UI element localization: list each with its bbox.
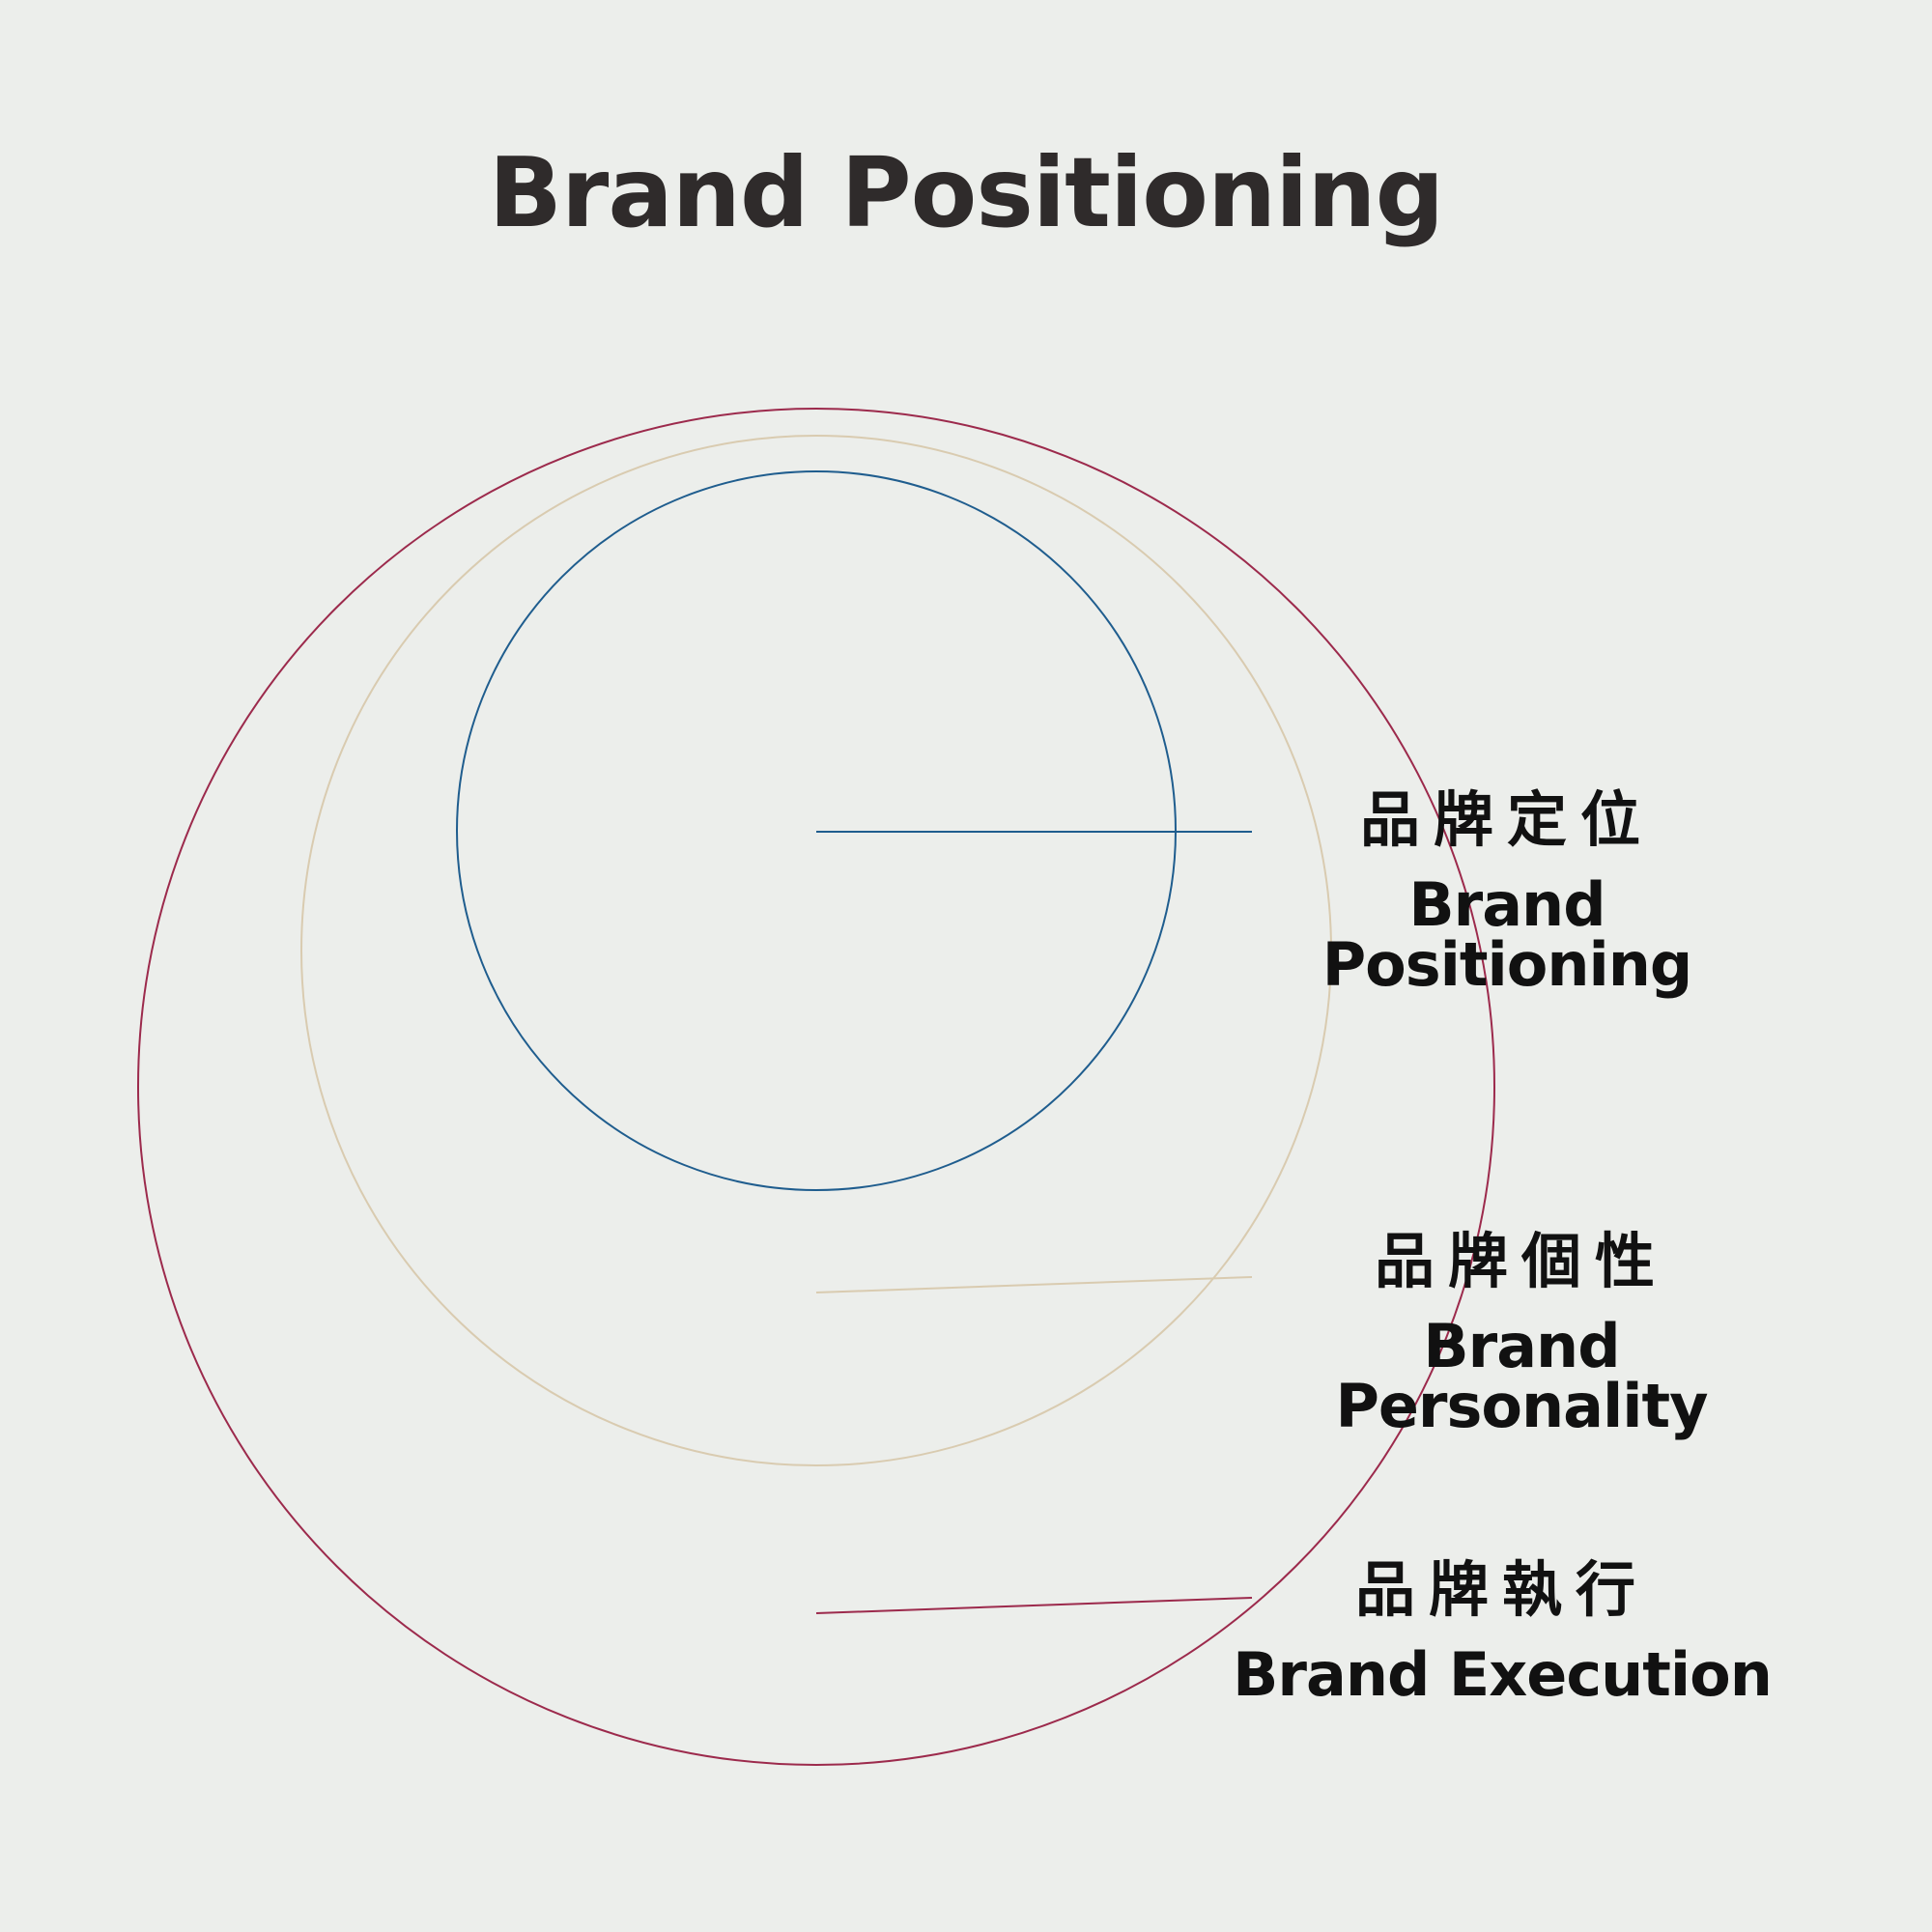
middle-circle-personality: [300, 435, 1332, 1466]
label-brand-execution: 品牌執行 Brand Execution: [1222, 1560, 1782, 1705]
label-en: Brand Execution: [1233, 1639, 1773, 1710]
label-brand-personality: 品牌個性 Brand Personality: [1236, 1232, 1806, 1436]
label-en: Brand Positioning: [1321, 869, 1693, 1000]
label-brand-positioning: 品牌定位 Brand Positioning: [1227, 790, 1787, 995]
label-en: Brand Personality: [1335, 1311, 1708, 1441]
leader-line-personality: [815, 1276, 1253, 1293]
label-zh: 品牌定位: [1359, 784, 1654, 855]
outer-circle-execution: [137, 408, 1495, 1766]
label-zh: 品牌執行: [1354, 1554, 1649, 1625]
page-title: Brand Positioning: [488, 136, 1444, 249]
label-zh: 品牌個性: [1374, 1226, 1668, 1296]
leader-line-execution: [815, 1597, 1253, 1614]
